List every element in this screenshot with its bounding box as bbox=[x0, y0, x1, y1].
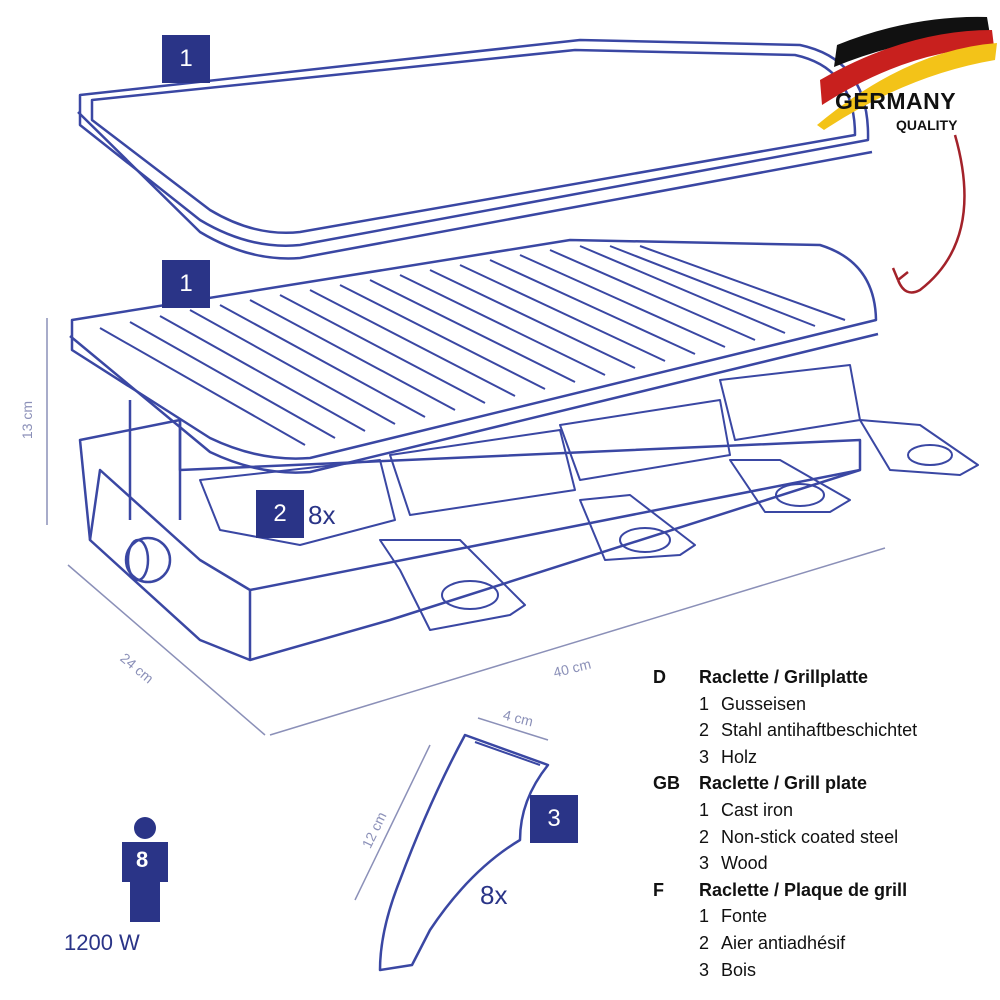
grill-plate bbox=[69, 238, 879, 474]
pan-count: 8x bbox=[308, 500, 336, 530]
legend-item: Holz bbox=[721, 746, 758, 767]
legend-title: Raclette / Grillplatte bbox=[699, 667, 869, 687]
legend-item: Gusseisen bbox=[721, 693, 807, 714]
legend-num: 2 bbox=[699, 720, 710, 741]
logo-quality-text: QUALITY bbox=[896, 117, 958, 133]
spatula bbox=[378, 733, 550, 972]
legend-item: Non-stick coated steel bbox=[721, 826, 899, 847]
legend-item: Cast iron bbox=[721, 799, 794, 820]
legend-title: Raclette / Grill plate bbox=[699, 773, 868, 794]
legend-num: 1 bbox=[699, 693, 710, 714]
power-rating: 1200 W bbox=[64, 930, 140, 955]
legend-num: 3 bbox=[699, 853, 710, 874]
legend-num: 3 bbox=[699, 959, 710, 980]
person-count: 8 bbox=[136, 847, 149, 872]
legend-code: F bbox=[653, 879, 664, 900]
legend-item: Fonte bbox=[721, 906, 768, 927]
badge-lid: 1 bbox=[162, 35, 210, 83]
dim-height: 13 cm bbox=[19, 400, 36, 440]
logo-germany-text: GERMANY bbox=[835, 88, 957, 114]
dimension-lines bbox=[46, 318, 886, 901]
spatula-count: 8x bbox=[480, 880, 508, 910]
legend-item: Wood bbox=[721, 853, 768, 874]
badge-spatula: 3 bbox=[530, 795, 578, 843]
legend-num: 1 bbox=[699, 799, 710, 820]
legend-num: 3 bbox=[699, 746, 710, 767]
legend-item: Bois bbox=[721, 959, 757, 980]
legend-item: Stahl antihaftbeschichtet bbox=[721, 720, 918, 741]
germany-quality-logo bbox=[812, 5, 997, 140]
raclette-pans bbox=[199, 364, 979, 631]
legend-num: 2 bbox=[699, 932, 710, 953]
legend-num: 1 bbox=[699, 906, 710, 927]
rotation-arrow bbox=[896, 134, 966, 294]
person-icon bbox=[122, 817, 168, 922]
raclette-base bbox=[78, 400, 862, 662]
legend-code: GB bbox=[653, 773, 680, 794]
badge-pans: 2 bbox=[256, 490, 304, 538]
badge-grill: 1 bbox=[162, 260, 210, 308]
legend-item: Aier antiadhésif bbox=[721, 932, 846, 953]
legend-code: D bbox=[653, 667, 666, 687]
cast-iron-lid bbox=[77, 38, 873, 260]
legend-title: Raclette / Plaque de grill bbox=[699, 879, 908, 900]
material-legend: D Raclette / Grillplatte 1 Gusseisen 2 Stah… bbox=[653, 664, 917, 983]
legend-num: 2 bbox=[699, 826, 710, 847]
